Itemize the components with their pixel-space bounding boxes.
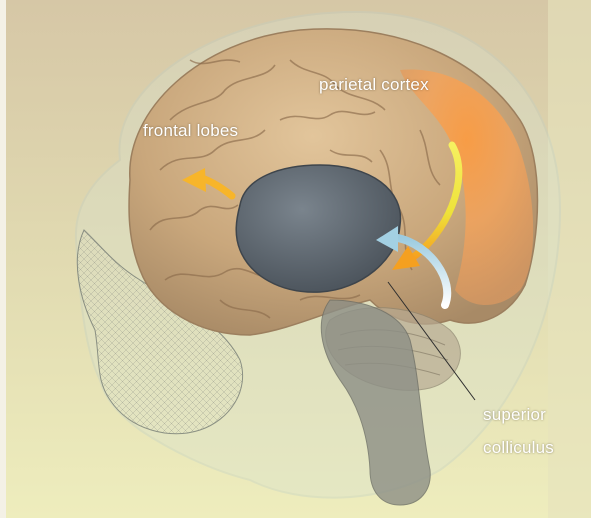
label-superior-colliculus-line1: superior	[483, 404, 546, 426]
label-frontal-lobes: frontal lobes	[143, 120, 238, 142]
label-parietal-cortex: parietal cortex	[319, 74, 429, 96]
label-superior-colliculus-line2: colliculus	[483, 437, 554, 459]
